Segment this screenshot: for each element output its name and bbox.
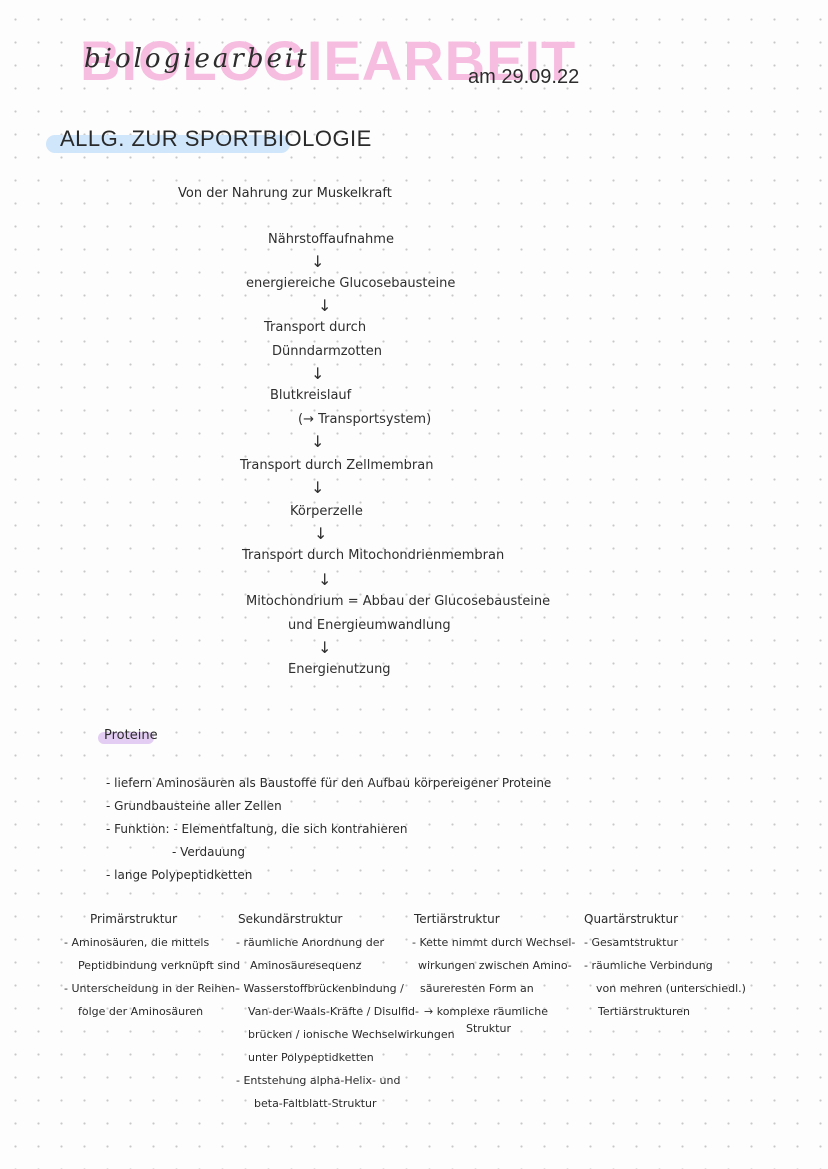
structure-heading-primary: Primärstruktur [90, 912, 177, 926]
structure-line: - Gesamtstruktur [584, 936, 678, 949]
flow-step: Energienutzung [288, 662, 391, 677]
flow-step: Mitochondrium = Abbau der Glucosebaustei… [246, 594, 551, 609]
structure-line: Van-der-Waals-Kräfte / Disulfid- [248, 1005, 419, 1018]
structure-line: - Unterscheidung in der Reihen- [64, 982, 240, 995]
title-script-text: biologiearbeit [84, 44, 310, 74]
flow-step: energiereiche Glucosebausteine [246, 276, 456, 291]
structure-line: folge der Aminosäuren [78, 1005, 204, 1018]
structure-line: Struktur [466, 1022, 511, 1035]
flow-step: Körperzelle [290, 504, 363, 519]
flow-arrow: ↓ [311, 432, 325, 451]
structure-line: brücken / ionische Wechselwirkungen [248, 1028, 455, 1041]
flow-step: (→ Transportsystem) [298, 412, 432, 427]
flow-step: Transport durch Mitochondrienmembran [242, 548, 505, 563]
structure-line: Aminosäuresequenz [250, 959, 362, 972]
structure-line: beta-Faltblatt-Struktur [254, 1097, 377, 1110]
proteine-bullet: - liefern Aminosäuren als Baustoffe für … [106, 776, 552, 790]
proteine-title-highlight [98, 732, 154, 744]
section-title: ALLG. ZUR SPORTBIOLOGIE [60, 126, 372, 151]
flow-arrow: ↓ [318, 638, 332, 657]
proteine-bullet: - Verdauung [172, 845, 245, 859]
structure-line: Peptidbindung verknüpft sind [78, 959, 241, 972]
flow-step: Transport durch Zellmembran [240, 458, 434, 473]
flow-arrow: ↓ [318, 296, 332, 315]
flow-step: Blutkreislauf [270, 388, 352, 403]
structure-line: - Aminosäuren, die mittels [64, 936, 210, 949]
proteine-bullet: - Funktion: - Elementfaltung, die sich k… [106, 822, 408, 836]
structure-line: unter Polypeptidketten [248, 1051, 374, 1064]
structure-line: - Entstehung alpha-Helix- und [236, 1074, 401, 1087]
structure-line: - räumliche Verbindung [584, 959, 713, 972]
flow-arrow: ↓ [311, 364, 325, 383]
flow-arrow: ↓ [311, 252, 325, 271]
section-title-highlight [46, 135, 290, 153]
structure-heading-quaternary: Quartärstruktur [584, 912, 679, 926]
flow-subheading: Von der Nahrung zur Muskelkraft [178, 186, 392, 201]
flow-step: und Energieumwandlung [288, 618, 451, 633]
flow-step: Transport durch [264, 320, 367, 335]
flow-arrow: ↓ [311, 478, 325, 497]
structure-line: von mehren (unterschiedl.) [596, 982, 746, 995]
structure-line: Tertiärstrukturen [598, 1005, 690, 1018]
structure-line: - Kette nimmt durch Wechsel- [412, 936, 576, 949]
proteine-bullet: - Grundbausteine aller Zellen [106, 799, 282, 813]
flow-arrow: ↓ [318, 570, 332, 589]
title-highlight-text: BIOLOGIEARBEIT [80, 29, 577, 92]
flow-arrow: ↓ [314, 524, 328, 543]
proteine-bullet: - lange Polypeptidketten [106, 868, 253, 882]
structure-line: wirkungen zwischen Amino- [418, 959, 572, 972]
structure-line: säureresten Form an [420, 982, 534, 995]
structure-heading-secondary: Sekundärstruktur [238, 912, 343, 926]
structure-line: → komplexe räumliche [424, 1005, 549, 1018]
proteine-title: Proteine [104, 728, 158, 743]
structure-line: - räumliche Anordnung der [236, 936, 385, 949]
date-label: am 29.09.22 [468, 66, 580, 88]
structure-line: - Wasserstoffbrückenbindung / [236, 982, 404, 995]
structure-heading-tertiary: Tertiärstruktur [414, 912, 500, 926]
flow-step: Nährstoffaufnahme [268, 232, 394, 247]
flow-step: Dünndarmzotten [272, 344, 382, 359]
